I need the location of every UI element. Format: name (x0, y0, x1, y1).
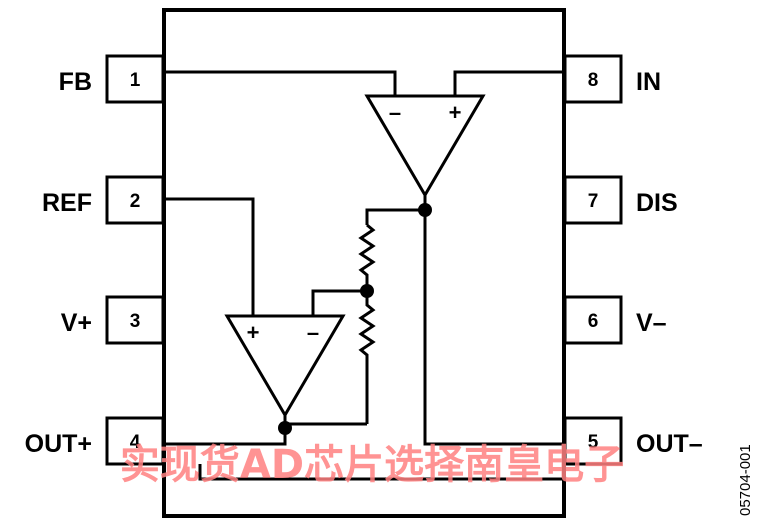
pin-4-box (105, 416, 165, 466)
pin-1-box (105, 54, 165, 104)
package-body (162, 8, 566, 518)
ref-wire (164, 197, 255, 316)
bottom-amp-right-sign: – (307, 320, 319, 345)
bottom-neg-feedback (311, 289, 367, 316)
pin-5-number: 5 (588, 432, 599, 453)
junction-dot-bottom-output (278, 421, 292, 435)
bottom-amp-left-sign: + (247, 320, 260, 345)
pin-8-box (563, 54, 623, 104)
pin-3-box (105, 295, 165, 345)
figure-id: 05704-001 (737, 444, 754, 516)
pin-8-number: 8 (588, 70, 599, 91)
pin-1-number: 1 (130, 70, 141, 91)
top-amplifier (364, 94, 486, 198)
fb-wire (164, 70, 397, 96)
pin-3-number: 3 (130, 311, 141, 332)
top-output-wire (365, 195, 427, 225)
pin-4-number: 4 (130, 432, 141, 453)
common-rail (198, 464, 564, 481)
bottom-output-loop (283, 415, 367, 426)
resistor-top (358, 223, 376, 291)
in-wire (453, 70, 564, 96)
pin-3-label: V+ (61, 309, 92, 337)
pin-5-box (563, 416, 623, 466)
top-amp-left-sign: – (389, 100, 401, 125)
resistor-bottom (358, 291, 376, 424)
bottom-amplifier (224, 314, 346, 418)
pin-2-box (105, 175, 165, 225)
junction-dot-top-output (418, 203, 432, 217)
watermark-text: 实现货AD芯片选择南皇电子 (120, 442, 624, 488)
pin-5-label: OUT– (636, 430, 703, 458)
junction-dot-resistor-mid (360, 284, 374, 298)
pin-4-label: OUT+ (25, 430, 92, 458)
pin-7-label: DIS (636, 189, 678, 217)
pin-1-label: FB (59, 68, 92, 96)
pin-8-label: IN (636, 68, 661, 96)
pin-2-label: REF (42, 189, 92, 217)
top-amp-right-sign: + (449, 100, 462, 125)
pin-6-label: V– (636, 309, 667, 337)
circuit-wires (164, 70, 564, 481)
out-minus-wire (423, 210, 564, 446)
pin-7-box (563, 175, 623, 225)
pin-7-number: 7 (588, 191, 599, 212)
pin-6-box (563, 295, 623, 345)
pin-6-number: 6 (588, 311, 599, 332)
pin-2-number: 2 (130, 191, 141, 212)
